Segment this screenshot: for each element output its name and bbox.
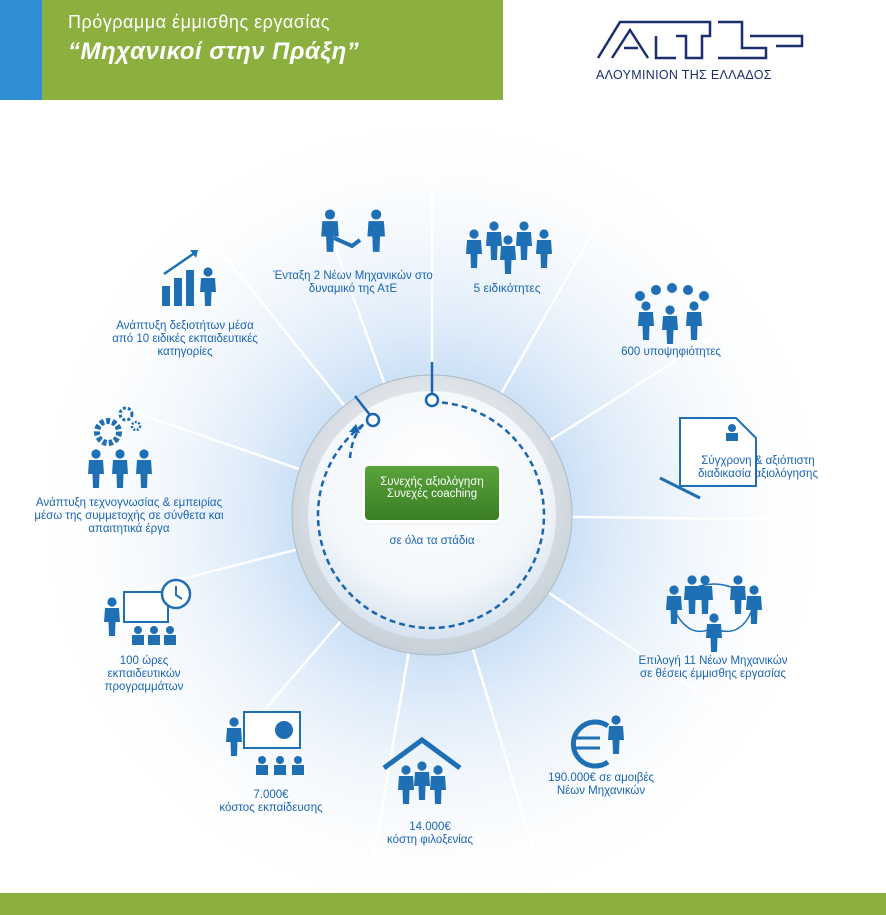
label-candidates: 600 υποψηφιότητες: [621, 346, 721, 358]
badge-line-2: Συνεχές coaching: [386, 488, 478, 500]
label-training: κόστος εκπαίδευσης: [219, 802, 323, 814]
label-hosting: κόστη φιλοξενίας: [387, 834, 473, 846]
header-title: “Μηχανικοί στην Πράξη”: [68, 38, 360, 65]
label-selection: Επιλογή 11 Νέων Μηχανικών σε θέσεις έμμι…: [638, 655, 788, 680]
label-knowhow: Ανάπτυξη τεχνογνωσίας & εμπειρίας μέσω τ…: [34, 497, 224, 535]
label-evaluation: Σύγχρονη & αξιόπιστη διαδικασία αξιολόγη…: [698, 455, 818, 480]
crowd-icon: [635, 283, 709, 344]
footer-bar: [0, 893, 886, 915]
label-salaries-value: 190.000€ σε αμοιβές: [547, 772, 655, 784]
presentation-icon: [226, 711, 304, 775]
label-hosting-value: 14.000€: [409, 821, 451, 833]
network-icon: [666, 575, 762, 652]
label-skills: Ανάπτυξη δεξιοτήτων μέσα από 10 ειδικές …: [112, 320, 258, 358]
handshake-icon: [321, 209, 385, 252]
clock-icon: [104, 578, 192, 645]
label-hours: 100 ώρες εκπαιδευτικών προγραμμάτων: [104, 655, 184, 693]
gears-icon: [88, 406, 152, 488]
label-salaries: Νέων Μηχανικών: [556, 785, 646, 797]
badge-line-1: Συνεχής αξιολόγηση: [380, 476, 484, 488]
header-accent: [0, 0, 42, 100]
euro-icon: [570, 715, 624, 769]
label-integration: Ένταξη 2 Νέων Μηχανικών στο δυναμικό της…: [273, 270, 433, 295]
label-training-value: 7.000€: [253, 789, 289, 801]
header-subtitle: Πρόγραμμα έμμισθης εργασίας: [68, 12, 330, 32]
evaluation-coaching-badge: Συνεχής αξιολόγηση Συνεχές coaching: [365, 466, 499, 520]
growth-chart-icon: [162, 250, 216, 306]
progress-arcs: [316, 362, 546, 630]
header-banner: [0, 0, 503, 100]
label-specialties: 5 ειδικότητες: [473, 281, 541, 295]
company-logo: [596, 20, 804, 60]
logo-text: ΑΛΟΥΜΙΝΙΟΝ ΤΗΣ ΕΛΛΑΔΟΣ: [596, 68, 772, 82]
document-icon: [659, 417, 757, 500]
house-icon: [382, 736, 462, 804]
stages-text: σε όλα τα στάδια: [389, 535, 475, 547]
